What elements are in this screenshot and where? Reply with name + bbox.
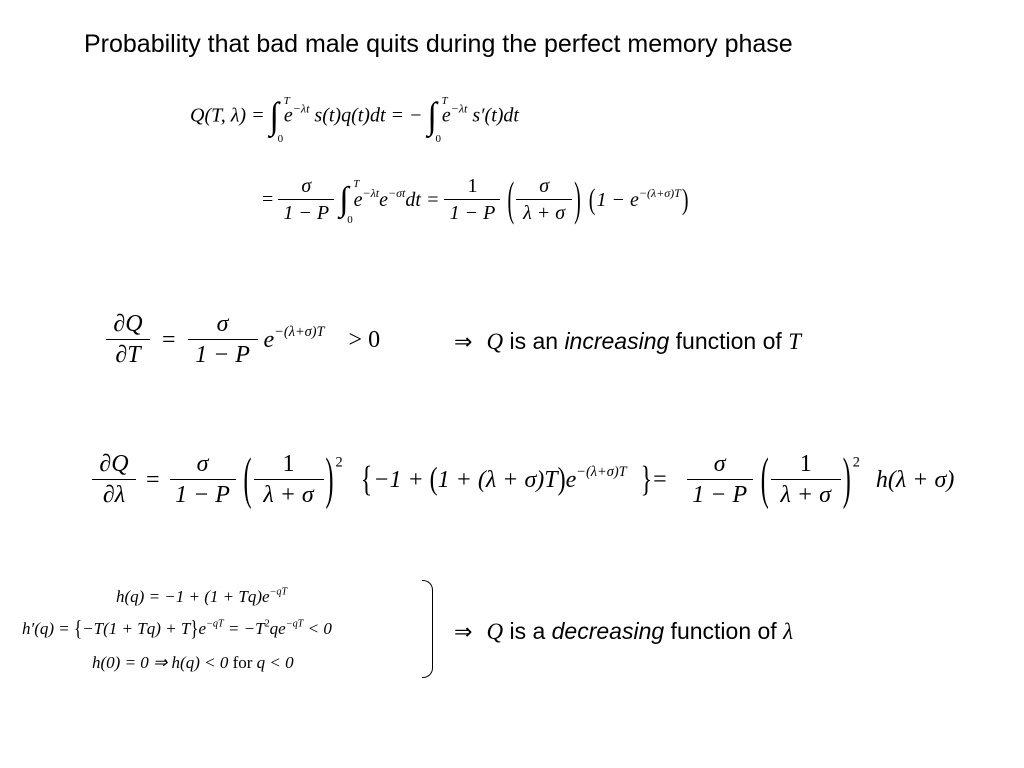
eq4-fraction-1: σ 1 − P (169, 452, 236, 507)
eq4-lhs-fraction: ∂Q ∂λ (92, 452, 136, 507)
conclusion-decreasing: ⇒Q is a decreasing function of λ (454, 618, 794, 645)
eq1-integral-2: ∫ T 0 (427, 95, 448, 145)
equation-q-integral: Q(T, λ) = ∫ T 0 e−λt s(t)q(t)dt = − ∫ T … (190, 95, 519, 145)
eq2-fraction-2: 1 1 − P (444, 176, 501, 223)
system-line-hprime: h′(q) = {−T(1 + Tq) + T}e−qT = −T2qe−qT … (22, 616, 332, 641)
slide-title: Probability that bad male quits during t… (84, 30, 793, 58)
eq1-integral-1: ∫ T 0 (269, 95, 290, 145)
equation-q-closed-form: = σ 1 − P ∫ T 0 e−λte−σtdt = 1 1 − P ( σ… (262, 173, 689, 226)
eq4-fraction-3: σ 1 − P (686, 452, 753, 507)
equation-dq-dlambda: ∂Q ∂λ = σ 1 − P ( 1 λ + σ )2 {−1 + (1 + … (92, 451, 954, 508)
conclusion-increasing: ⇒Q is an increasing function of T (454, 328, 801, 355)
eq2-fraction-1: σ 1 − P (278, 176, 335, 223)
eq2-fraction-3: σ λ + σ (516, 176, 573, 223)
eq1-lhs: Q(T, λ) = (190, 104, 265, 127)
system-line-h: h(q) = −1 + (1 + Tq)e−qT (116, 586, 288, 606)
eq4-fraction-2: 1 λ + σ (253, 452, 324, 507)
equation-dq-dt: ∂Q ∂T = σ 1 − P e−(λ+σ)T > 0 (106, 312, 380, 367)
eq4-fraction-4: 1 λ + σ (770, 452, 841, 507)
eq3-lhs-fraction: ∂Q ∂T (106, 312, 150, 367)
eq2-integral: ∫ T 0 (339, 177, 360, 226)
eq3-fraction: σ 1 − P (187, 312, 258, 367)
system-line-h0: h(0) = 0 ⇒ h(q) < 0 for q < 0 (92, 653, 294, 672)
system-right-brace (422, 580, 433, 678)
